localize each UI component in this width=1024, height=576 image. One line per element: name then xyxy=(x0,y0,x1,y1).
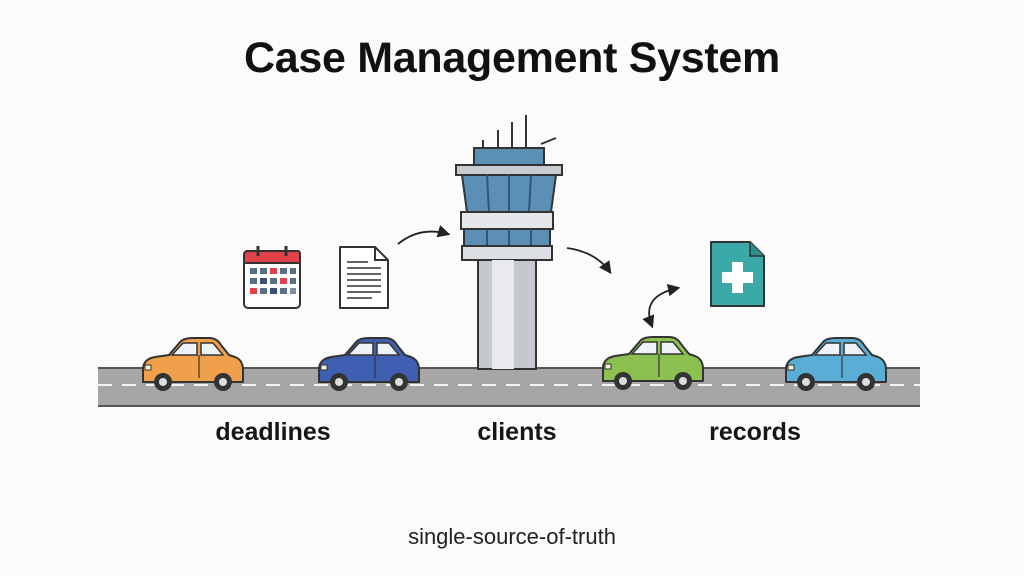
label-records: records xyxy=(709,418,801,446)
control-tower-icon xyxy=(455,115,563,370)
arrow-icon xyxy=(397,225,451,245)
diagram-title: Case Management System xyxy=(244,34,780,82)
arrow-icon xyxy=(642,283,681,329)
document-icon xyxy=(339,246,389,309)
flow-arrows xyxy=(397,225,681,329)
calendar-icon xyxy=(243,246,301,309)
label-clients: clients xyxy=(477,418,557,446)
medical-record-icon xyxy=(710,241,765,307)
arrow-icon xyxy=(566,247,612,275)
road xyxy=(98,367,920,407)
caption: single-source-of-truth xyxy=(408,524,616,549)
label-deadlines: deadlines xyxy=(215,418,331,446)
